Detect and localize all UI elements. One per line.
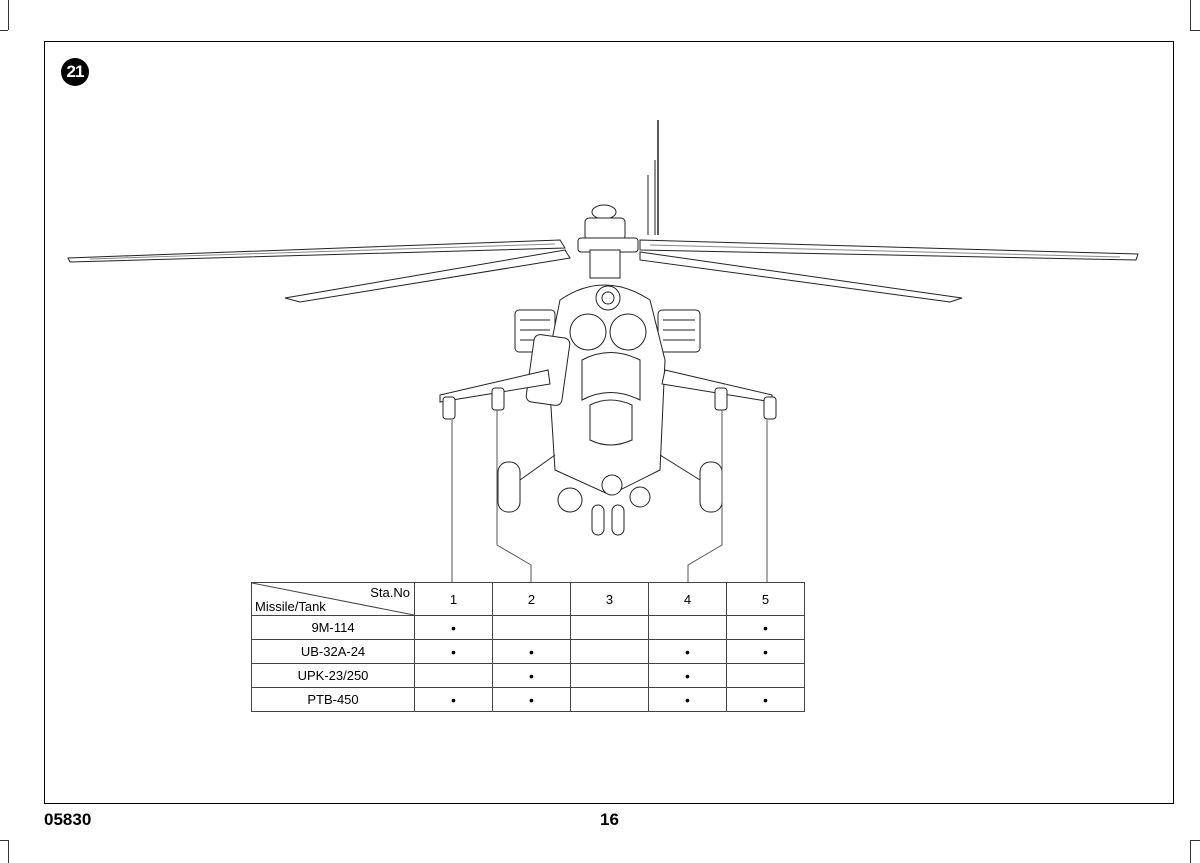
station-mark — [570, 639, 649, 664]
rotor-blades — [67, 239, 1139, 303]
station-mark — [570, 687, 649, 712]
station-mark — [570, 663, 649, 688]
station-mark: • — [726, 639, 805, 664]
station-mark: • — [648, 687, 727, 712]
station-mark: • — [414, 639, 493, 664]
crop-mark-bottom-left-h — [0, 840, 8, 841]
table-row: PTB-450 • • • • — [251, 687, 805, 712]
crop-mark-bottom-right-v — [1190, 840, 1191, 863]
weapon-pylons — [442, 387, 777, 420]
station-mark — [648, 615, 727, 640]
table-corner-cell: Sta.No Missile/Tank — [251, 582, 415, 616]
station-mark: • — [492, 687, 571, 712]
station-header: 1 — [414, 582, 493, 616]
station-header: 4 — [648, 582, 727, 616]
table-row: UB-32A-24 • • • • — [251, 639, 805, 664]
station-header: 3 — [570, 582, 649, 616]
table-row: 9M-114 • • — [251, 615, 805, 640]
step-number-badge: 21 — [61, 58, 89, 86]
station-mark: • — [726, 687, 805, 712]
station-mark: • — [492, 663, 571, 688]
crop-mark-top-right-v — [1190, 0, 1191, 30]
weapon-label: UPK-23/250 — [251, 663, 415, 688]
station-mark: • — [492, 639, 571, 664]
station-number-label: Sta.No — [370, 585, 410, 600]
fuselage — [525, 284, 666, 496]
weapon-label: 9M-114 — [251, 615, 415, 640]
station-mark — [726, 663, 805, 688]
crop-mark-bottom-left-v — [8, 840, 9, 863]
station-mark — [414, 663, 493, 688]
corner-diagonal — [252, 583, 414, 615]
crop-mark-top-left-v — [8, 0, 9, 30]
antenna-masts — [647, 120, 659, 235]
table-header-row: Sta.No Missile/Tank 1 2 3 4 5 — [251, 582, 805, 616]
page-number: 16 — [600, 810, 619, 829]
station-mark: • — [414, 687, 493, 712]
crop-mark-top-left-h — [0, 30, 8, 31]
station-header: 5 — [726, 582, 805, 616]
product-code: 05830 — [44, 810, 92, 829]
station-mark: • — [414, 615, 493, 640]
station-leader-lines — [451, 410, 768, 582]
station-mark — [492, 615, 571, 640]
station-mark: • — [726, 615, 805, 640]
page-frame — [44, 41, 1174, 804]
station-mark: • — [648, 663, 727, 688]
landing-gear — [497, 454, 723, 536]
weapon-label: PTB-450 — [251, 687, 415, 712]
crop-mark-bottom-right-h — [1190, 840, 1200, 841]
missile-tank-label: Missile/Tank — [255, 599, 326, 614]
station-header: 2 — [492, 582, 571, 616]
rotor-head — [577, 204, 639, 279]
weapon-label: UB-32A-24 — [251, 639, 415, 664]
table-row: UPK-23/250 • • — [251, 663, 805, 688]
station-mark: • — [648, 639, 727, 664]
station-mark — [570, 615, 649, 640]
crop-mark-top-right-h — [1190, 30, 1200, 31]
weapon-loadout-table: Sta.No Missile/Tank 1 2 3 4 5 9M-114 • •… — [251, 582, 805, 712]
